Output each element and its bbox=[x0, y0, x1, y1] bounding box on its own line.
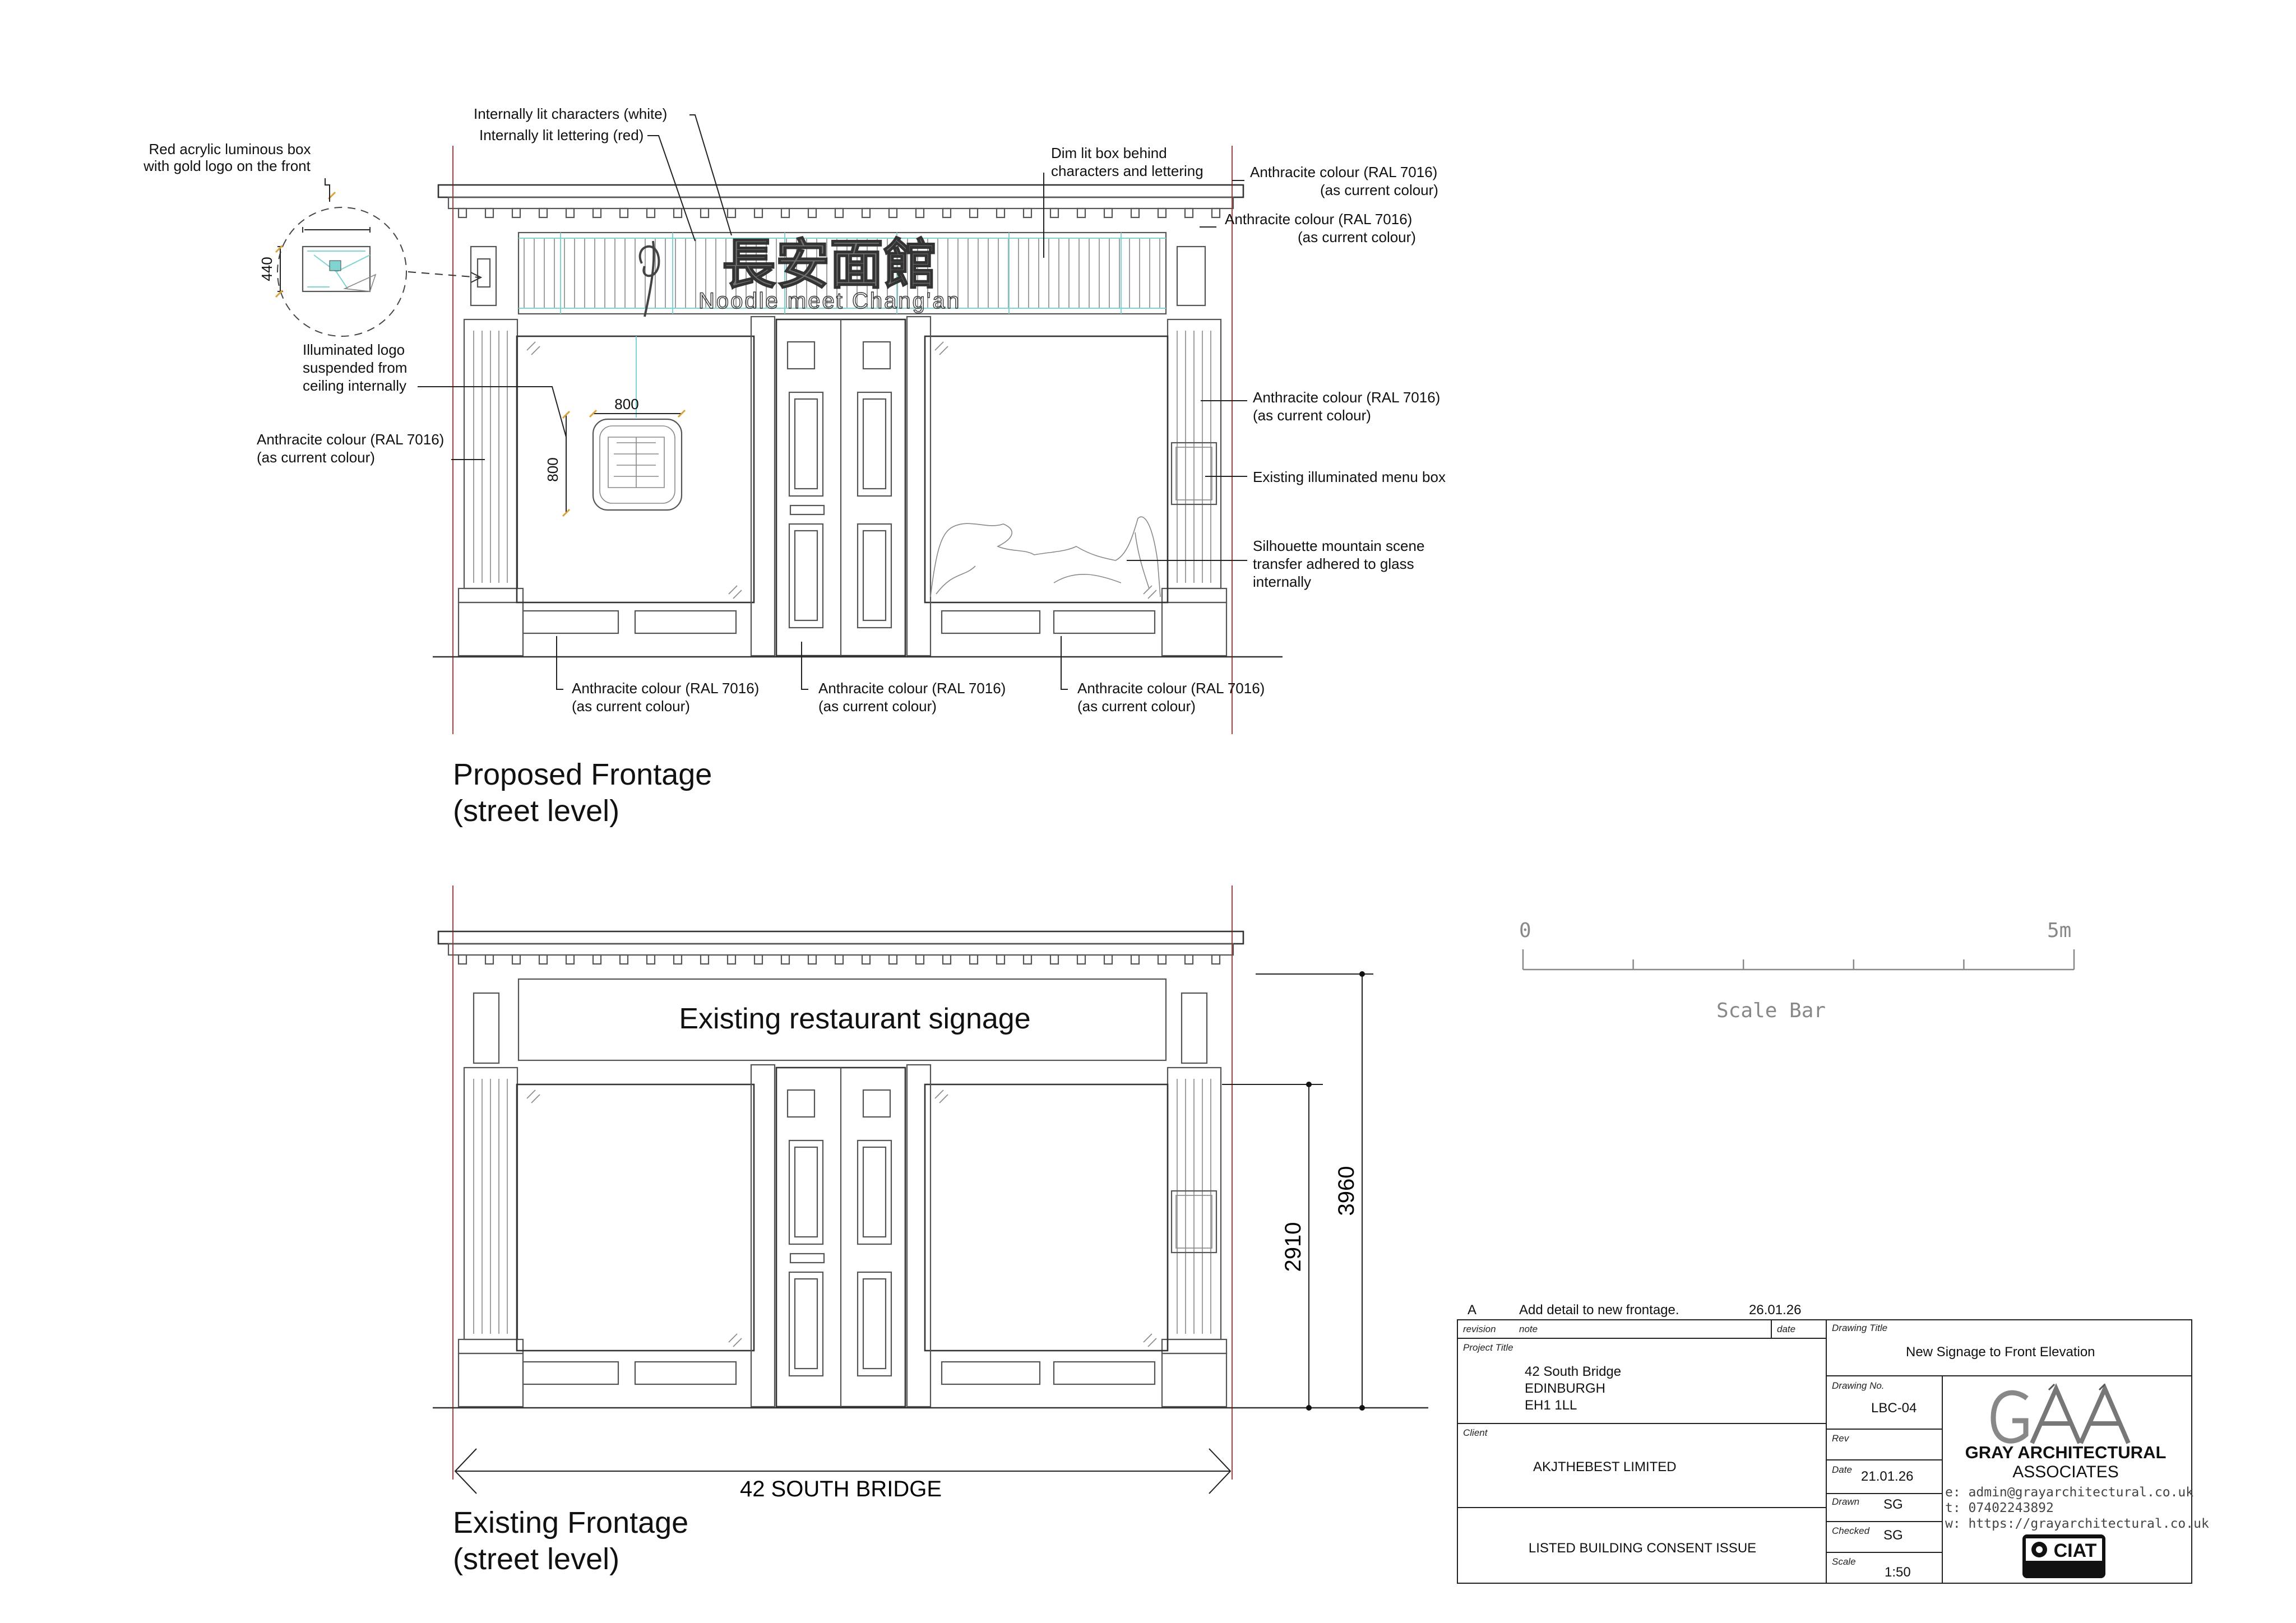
note-anth-cornice-l2: (as current colour) bbox=[1320, 182, 1438, 198]
drawing-scale: 1:50 bbox=[1885, 1565, 1911, 1580]
note-anth-frieze-l2: (as current colour) bbox=[1298, 229, 1416, 245]
company-website: w: https://grayarchitectural.co.uk bbox=[1945, 1517, 2209, 1531]
company-email: e: admin@grayarchitectural.co.uk bbox=[1945, 1485, 2193, 1500]
scale-bar: 0 5m Scale Bar bbox=[1519, 919, 2075, 1022]
drawing-date: 21.01.26 bbox=[1861, 1469, 1913, 1484]
box-height-dim: 440 bbox=[258, 257, 275, 281]
note-illum-logo-l2: suspended from bbox=[303, 359, 407, 376]
drawing-number: LBC-04 bbox=[1871, 1401, 1917, 1416]
drawing-title: New Signage to Front Elevation bbox=[1906, 1344, 2095, 1360]
company-name-l2: ASSOCIATES bbox=[2012, 1463, 2119, 1481]
note-menu-box: Existing illuminated menu box bbox=[1253, 469, 1446, 485]
logo-box-detail-circle bbox=[277, 207, 407, 337]
label-project-title: Project Title bbox=[1463, 1342, 1513, 1353]
height-dim-3960: 3960 bbox=[1334, 1166, 1359, 1216]
project-address-l1: 42 South Bridge bbox=[1525, 1364, 1621, 1379]
proposed-frontage-elevation: 800 800 長安面館 Noodle meet Chang'an 440 bbox=[143, 105, 1446, 828]
existing-signage-board bbox=[517, 978, 1167, 1061]
fascia-swoosh-logo bbox=[638, 240, 660, 317]
company-name-l1: GRAY ARCHITECTURAL bbox=[1965, 1443, 2167, 1462]
note-dim-box-l2: characters and lettering bbox=[1051, 163, 1203, 179]
label-drawing-no: Drawing No. bbox=[1832, 1380, 1885, 1391]
label-rev: Rev bbox=[1832, 1433, 1850, 1444]
revision-letter: A bbox=[1468, 1302, 1476, 1318]
mountain-silhouette bbox=[930, 516, 1161, 597]
height-dim-2910: 2910 bbox=[1281, 1222, 1306, 1272]
existing-frontage-elevation: Existing restaurant signage bbox=[433, 885, 1428, 1576]
checked-by: SG bbox=[1883, 1528, 1903, 1543]
company-phone: t: 07402243892 bbox=[1945, 1501, 2054, 1515]
note-anth-frieze-l1: Anthracite colour (RAL 7016) bbox=[1225, 211, 1412, 228]
title-block: A Add detail to new frontage. 26.01.26 r… bbox=[1457, 1302, 2209, 1584]
note-red-box-l2: with gold logo on the front bbox=[143, 157, 311, 174]
note-red-box-l1: Red acrylic luminous box bbox=[149, 141, 311, 157]
ciat-label: CIAT bbox=[2054, 1540, 2097, 1561]
note-anth-b1-l1: Anthracite colour (RAL 7016) bbox=[572, 680, 759, 697]
label-client: Client bbox=[1463, 1427, 1488, 1438]
note-illum-logo-l1: Illuminated logo bbox=[303, 341, 405, 358]
note-dim-box-l1: Dim lit box behind bbox=[1051, 145, 1167, 161]
note-anth-right-l2: (as current colour) bbox=[1253, 407, 1371, 424]
sign-chinese-characters: 長安面館 bbox=[722, 235, 937, 295]
note-lit-lettering: Internally lit lettering (red) bbox=[479, 127, 644, 143]
gaa-logo bbox=[1991, 1383, 2131, 1444]
project-address-l2: EDINBURGH bbox=[1525, 1381, 1605, 1396]
fascia-sign-board bbox=[517, 231, 1167, 315]
drawn-by: SG bbox=[1883, 1497, 1903, 1512]
note-lit-characters: Internally lit characters (white) bbox=[474, 105, 667, 122]
label-date-2: Date bbox=[1832, 1464, 1852, 1475]
label-revision: revision bbox=[1463, 1324, 1496, 1334]
scale-start: 0 bbox=[1519, 919, 1531, 942]
project-address-l3: EH1 1LL bbox=[1525, 1398, 1577, 1413]
logo-width-dim: 800 bbox=[614, 396, 638, 412]
label-date: date bbox=[1777, 1324, 1795, 1334]
label-drawn: Drawn bbox=[1832, 1496, 1859, 1507]
note-anth-right-l1: Anthracite colour (RAL 7016) bbox=[1253, 389, 1440, 406]
note-mountain-l3: internally bbox=[1253, 573, 1311, 590]
existing-title-l1: Existing Frontage bbox=[453, 1506, 688, 1539]
label-scale: Scale bbox=[1832, 1556, 1856, 1567]
note-anth-b2-l2: (as current colour) bbox=[818, 698, 937, 715]
label-note: note bbox=[1519, 1324, 1538, 1334]
issue-status: LISTED BUILDING CONSENT ISSUE bbox=[1529, 1541, 1756, 1556]
note-anth-b2-l1: Anthracite colour (RAL 7016) bbox=[818, 680, 1006, 697]
note-mountain-l1: Silhouette mountain scene bbox=[1253, 537, 1424, 554]
note-anth-b1-l2: (as current colour) bbox=[572, 698, 690, 715]
existing-signage-text: Existing restaurant signage bbox=[679, 1003, 1030, 1035]
scale-label: Scale Bar bbox=[1716, 999, 1826, 1022]
note-illum-logo-l3: ceiling internally bbox=[303, 377, 406, 394]
note-mountain-l2: transfer adhered to glass bbox=[1253, 555, 1414, 572]
client-name: AKJTHEBEST LIMITED bbox=[1533, 1459, 1677, 1474]
note-anth-left-l2: (as current colour) bbox=[257, 449, 375, 466]
revision-note: Add detail to new frontage. bbox=[1519, 1302, 1679, 1318]
logo-height-dim: 800 bbox=[544, 457, 561, 481]
proposed-title-l1: Proposed Frontage bbox=[453, 758, 712, 791]
revision-date: 26.01.26 bbox=[1749, 1302, 1801, 1318]
note-anth-cornice-l1: Anthracite colour (RAL 7016) bbox=[1250, 164, 1437, 180]
note-anth-left-l1: Anthracite colour (RAL 7016) bbox=[257, 431, 444, 448]
left-window bbox=[516, 335, 755, 604]
proposed-title-l2: (street level) bbox=[453, 794, 619, 828]
right-window bbox=[924, 335, 1169, 604]
sign-english-lettering: Noodle meet Chang'an bbox=[698, 289, 961, 313]
menu-box bbox=[1170, 442, 1218, 506]
note-anth-b3-l2: (as current colour) bbox=[1077, 698, 1196, 715]
width-label: 42 SOUTH BRIDGE bbox=[740, 1477, 942, 1501]
scale-end: 5m bbox=[2047, 919, 2071, 942]
note-anth-b3-l1: Anthracite colour (RAL 7016) bbox=[1077, 680, 1265, 697]
existing-title-l2: (street level) bbox=[453, 1542, 619, 1576]
label-checked: Checked bbox=[1832, 1525, 1870, 1536]
label-drawing-title: Drawing Title bbox=[1832, 1323, 1887, 1333]
